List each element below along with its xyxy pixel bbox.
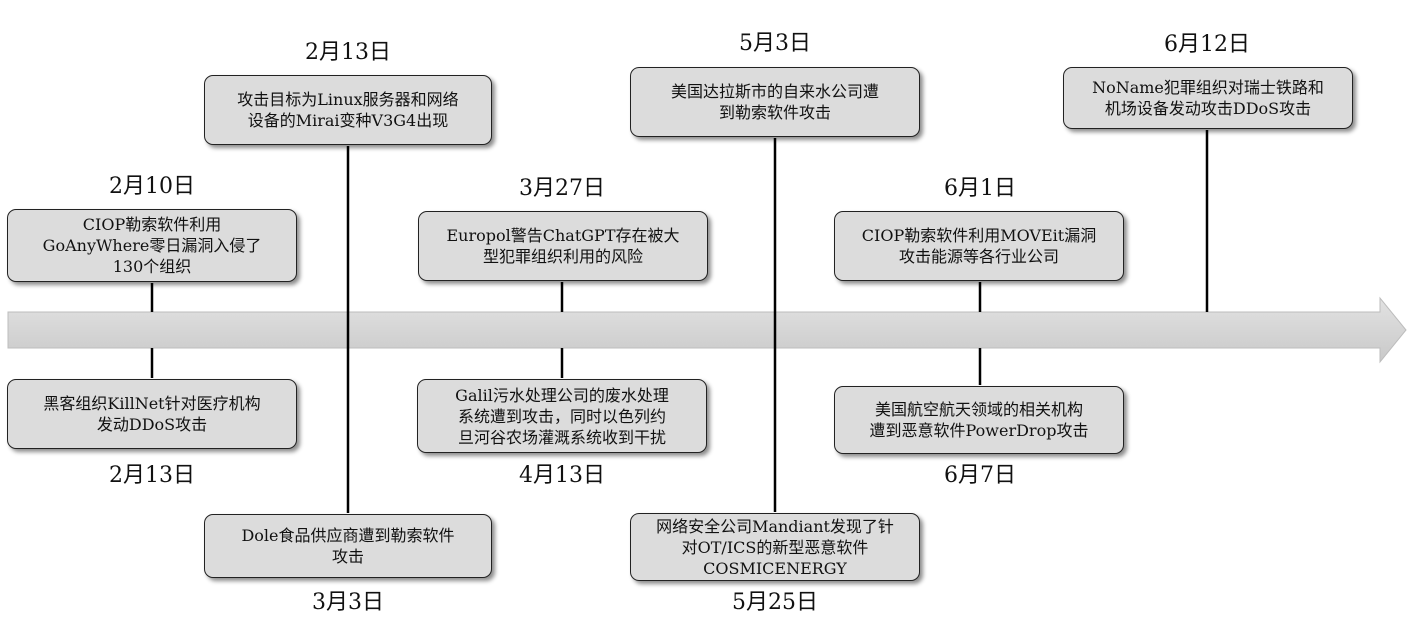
event-box-jun12: NoName犯罪组织对瑞士铁路和 机场设备发动攻击DDoS攻击 [1063,67,1353,129]
event-date-may3: 5月3日 [739,31,811,56]
event-date-mar27: 3月27日 [519,176,605,201]
event-date-feb13-bottom: 2月13日 [109,463,195,488]
timeline-arrow [7,296,1407,364]
event-date-jun12: 6月12日 [1164,32,1250,57]
event-box-mar3: Dole食品供应商遭到勒索软件 攻击 [204,514,492,578]
event-date-feb13-top: 2月13日 [305,40,391,65]
event-date-jun7: 6月7日 [944,463,1016,488]
event-date-apr13: 4月13日 [519,463,605,488]
event-box-mar27: Europol警告ChatGPT存在被大 型犯罪组织利用的风险 [418,211,708,281]
event-box-jun1: CIOP勒索软件利用MOVEit漏洞 攻击能源等各行业公司 [834,211,1124,281]
event-box-jun7: 美国航空航天领域的相关机构 遭到恶意软件PowerDrop攻击 [834,386,1124,454]
event-box-feb10: CIOP勒索软件利用 GoAnyWhere零日漏洞入侵了 130个组织 [7,209,297,282]
event-date-may25: 5月25日 [732,590,818,615]
event-box-feb13-bottom: 黑客组织KillNet针对医疗机构 发动DDoS攻击 [7,379,297,449]
event-date-feb10: 2月10日 [109,174,195,199]
event-box-apr13: Galil污水处理公司的废水处理 系统遭到攻击，同时以色列约 旦河谷农场灌溉系统… [417,379,707,453]
event-box-feb13-top: 攻击目标为Linux服务器和网络 设备的Mirai变种V3G4出现 [204,75,492,145]
event-date-jun1: 6月1日 [944,176,1016,201]
event-box-may25: 网络安全公司Mandiant发现了针 对OT/ICS的新型恶意软件 COSMIC… [630,513,920,581]
event-date-mar3: 3月3日 [312,590,384,615]
event-box-may3: 美国达拉斯市的自来水公司遭 到勒索软件攻击 [630,67,920,137]
